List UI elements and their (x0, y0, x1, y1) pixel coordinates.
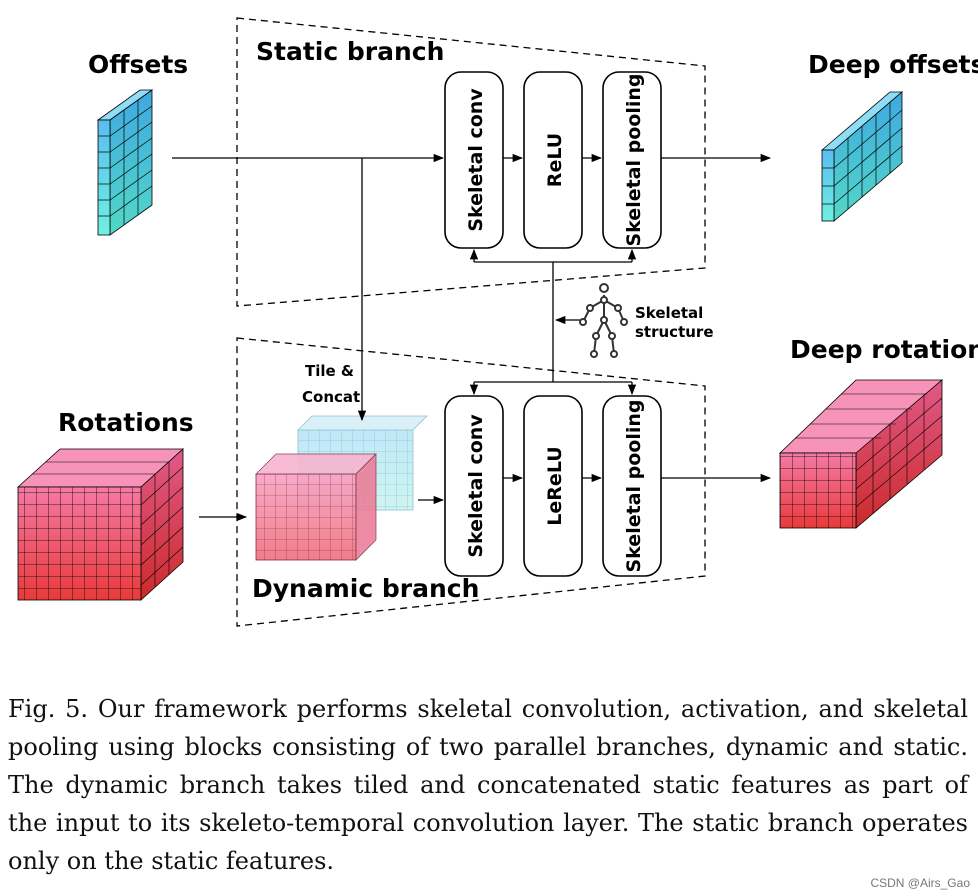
static-skeletal-conv-block (444, 71, 504, 249)
static-block-label-3: Skeletal pooling (623, 74, 645, 247)
deep-rotations-label: Deep rotations (790, 335, 978, 364)
static-block-label-1: Skeletal conv (465, 88, 487, 232)
skeletal-structure-label-2: structure (635, 323, 714, 341)
deep-offsets-tensor-icon (820, 91, 904, 222)
deep-rotations-tensor-icon (779, 379, 943, 529)
deep-offsets-label: Deep offsets (808, 50, 978, 79)
static-branch-label: Static branch (256, 37, 444, 66)
offsets-label: Offsets (88, 50, 188, 79)
static-block-label-2: ReLU (544, 133, 566, 187)
dynamic-block-label-2: LeReLU (544, 446, 566, 525)
framework-diagram: Offsets Rotations Deep offsets Deep rota… (16, 17, 978, 627)
dynamic-blocks: Skeletal conv LeReLU Skeletal pooling (444, 395, 662, 577)
dynamic-block-label-3: Skeletal pooling (623, 400, 645, 573)
skeleton-icon (579, 283, 628, 358)
dynamic-skeletal-pooling-block (602, 395, 662, 577)
static-blocks: Skeletal conv ReLU Skeletal pooling (444, 71, 662, 249)
dynamic-branch-frame (236, 337, 706, 627)
tile-concat-label-2: Concat (302, 388, 360, 406)
tile-concat-label-1: Tile & (305, 362, 354, 380)
skeletal-structure-label-1: Skeletal (635, 304, 703, 322)
figure-caption: Fig. 5. Our framework performs skeletal … (8, 695, 968, 875)
dynamic-branch-label: Dynamic branch (252, 574, 479, 603)
connections (172, 153, 772, 522)
dynamic-skeletal-conv-block (444, 395, 504, 577)
rotations-label: Rotations (58, 408, 194, 437)
dynamic-lerelu-block (523, 395, 583, 577)
watermark: CSDN @Airs_Gao (870, 876, 970, 890)
rotations-tensor-icon (16, 448, 185, 601)
concatenated-rotations-icon (255, 453, 377, 561)
static-relu-block (523, 71, 583, 249)
static-branch-frame (236, 17, 706, 307)
offsets-tensor-icon (96, 89, 154, 236)
static-skeletal-pooling-block (602, 71, 662, 249)
dynamic-block-label-1: Skeletal conv (465, 414, 487, 558)
